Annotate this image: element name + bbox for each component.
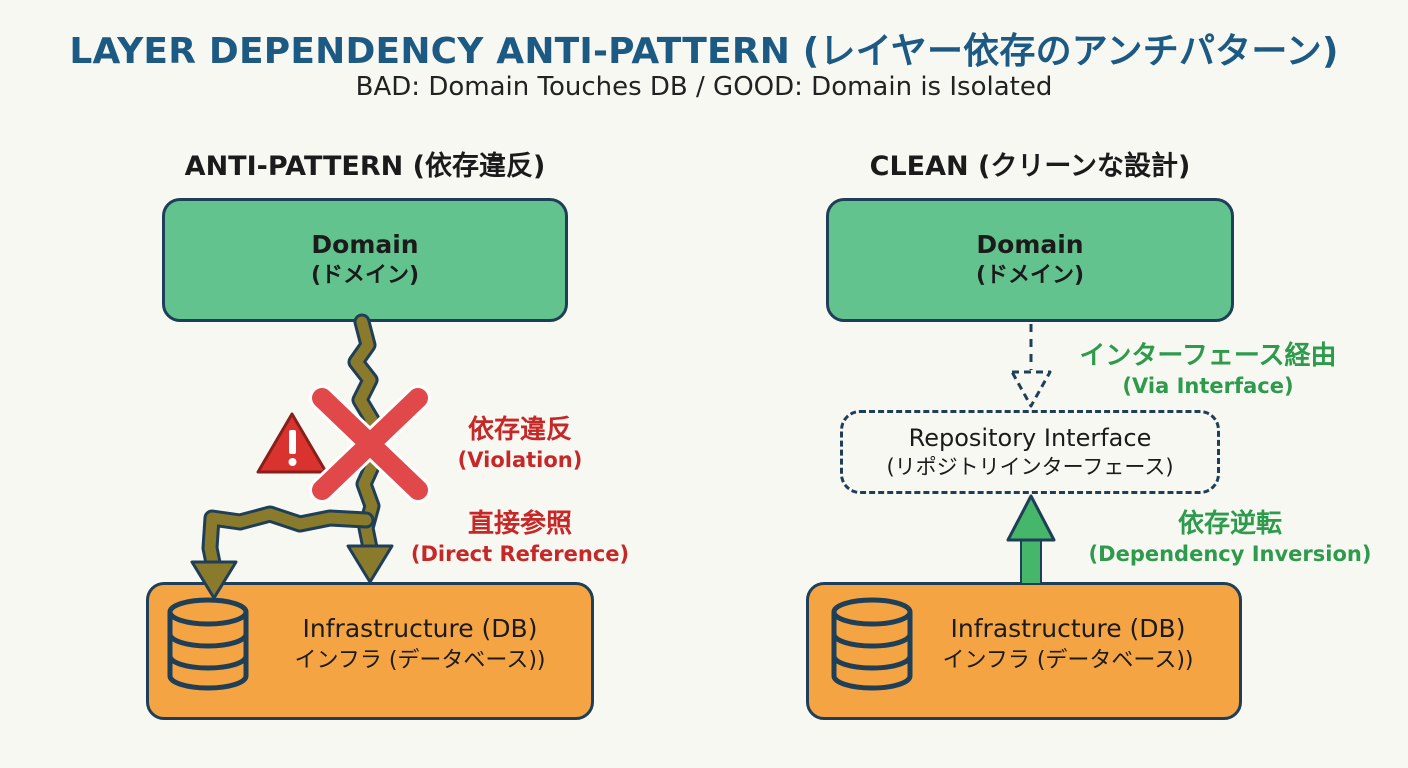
violation-label: 依存違反 (Violation) — [420, 414, 620, 474]
repository-name: Repository Interface — [908, 423, 1152, 452]
right-infra-name: Infrastructure (DB) — [950, 614, 1186, 643]
clean-heading: CLEAN (クリーンな設計) — [869, 151, 1191, 182]
red-x-icon — [309, 385, 431, 503]
right-domain-name: Domain — [976, 230, 1084, 260]
direct-reference-label-en: (Direct Reference) — [410, 541, 630, 566]
left-domain-name-jp: (ドメイン) — [310, 262, 420, 288]
right-infra-name-jp: インフラ (データベース)) — [942, 647, 1194, 673]
via-interface-arrow — [1010, 324, 1052, 408]
anti-pattern-heading: ANTI-PATTERN (依存違反) — [184, 151, 546, 182]
repository-name-jp: (リポジトリインターフェース) — [886, 454, 1174, 479]
via-interface-label: インターフェース経由 (Via Interface) — [1076, 340, 1340, 400]
warning-triangle-icon — [256, 412, 328, 474]
right-infra-text: Infrastructure (DB) インフラ (データベース)) — [918, 612, 1218, 675]
database-icon — [167, 597, 249, 691]
left-infra-name: Infrastructure (DB) — [302, 614, 538, 643]
left-infra-name-jp: インフラ (データベース)) — [294, 647, 546, 673]
violation-label-en: (Violation) — [457, 447, 583, 472]
right-domain-name-jp: (ドメイン) — [975, 262, 1085, 288]
left-domain-name: Domain — [311, 230, 419, 260]
dependency-inversion-label-en: (Dependency Inversion) — [1088, 541, 1372, 566]
violation-label-jp: 依存違反 — [467, 415, 572, 445]
direct-reference-label: 直接参照 (Direct Reference) — [400, 508, 640, 568]
database-icon-right — [831, 597, 913, 691]
dependency-inversion-label-jp: 依存逆転 — [1177, 509, 1282, 539]
via-interface-label-jp: インターフェース経由 — [1079, 341, 1337, 371]
dependency-inversion-arrow — [1006, 494, 1056, 585]
page-subtitle: BAD: Domain Touches DB / GOOD: Domain is… — [355, 72, 1053, 102]
right-domain-box: Domain (ドメイン) — [826, 198, 1234, 322]
repository-interface-box: Repository Interface (リポジトリインターフェース) — [840, 410, 1220, 494]
via-interface-label-en: (Via Interface) — [1122, 373, 1294, 398]
direct-reference-label-jp: 直接参照 — [467, 509, 572, 539]
left-infra-text: Infrastructure (DB) インフラ (データベース)) — [260, 612, 580, 675]
page-title: LAYER DEPENDENCY ANTI-PATTERN (レイヤー依存のアン… — [69, 31, 1339, 72]
dependency-inversion-label: 依存逆転 (Dependency Inversion) — [1082, 508, 1378, 568]
